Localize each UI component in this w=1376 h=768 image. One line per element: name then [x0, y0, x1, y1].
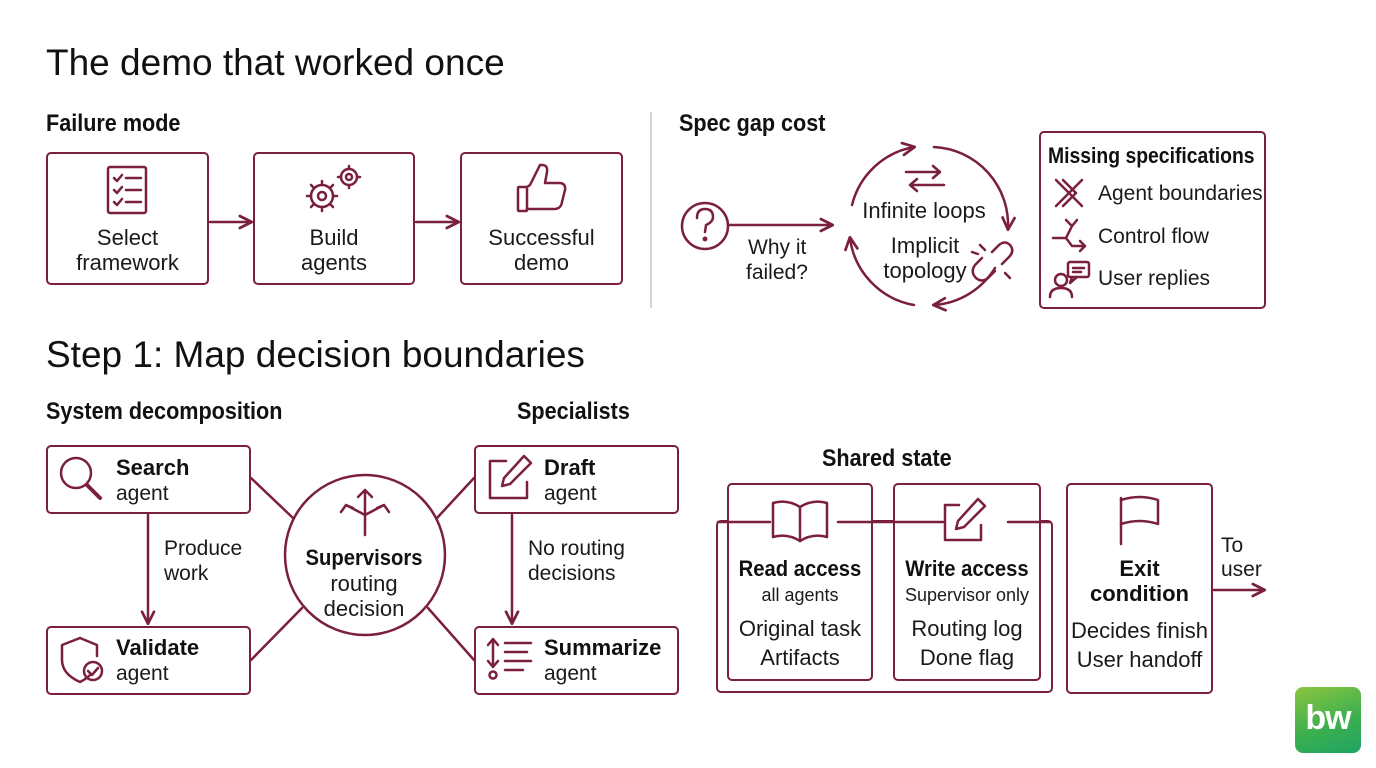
- produce-work-line2: work: [164, 562, 209, 585]
- book-icon: [771, 500, 829, 543]
- broken-link-icon: [970, 241, 1014, 282]
- search-agent-name: Search: [116, 455, 190, 480]
- shield-check-icon: [60, 636, 104, 684]
- why-failed-line1: Why it: [748, 236, 807, 259]
- bw-logo-text: bw: [1305, 699, 1351, 737]
- supervisor-node: [283, 473, 447, 637]
- write-access-box: [893, 483, 1041, 681]
- sort-list-icon: [486, 637, 533, 680]
- why-failed-line2: failed?: [746, 261, 808, 284]
- connector-draft-supervisor: [435, 476, 476, 520]
- exit-condition-title2: condition: [1090, 581, 1189, 606]
- failure-mode-heading: Failure mode: [46, 110, 181, 137]
- summarize-agent-sub: agent: [544, 662, 597, 685]
- validate-agent-sub: agent: [116, 662, 169, 685]
- cycle-arrows: [844, 141, 1016, 312]
- supervisor-line3: decision: [323, 596, 405, 621]
- missing-item-agent-boundaries: Agent boundaries: [1098, 182, 1263, 205]
- write-access-title: Write access: [905, 556, 1029, 581]
- exit-condition-line1: Decides finish: [1071, 618, 1208, 643]
- write-access-sub: Supervisor only: [904, 585, 1030, 605]
- read-access-line2: Artifacts: [760, 645, 840, 670]
- step-label-line2: demo: [513, 250, 570, 275]
- step-successful-demo: [460, 152, 623, 285]
- step-select-framework: [46, 152, 209, 285]
- missing-item-user-replies: User replies: [1098, 267, 1211, 290]
- cross-arrows-icon: [1054, 178, 1084, 208]
- exit-condition-title1: Exit: [1119, 556, 1160, 581]
- to-user-line2: user: [1221, 558, 1262, 581]
- user-chat-icon: [1048, 260, 1091, 299]
- exit-condition-box: [1066, 483, 1213, 694]
- step1-title: Step 1: Map decision boundaries: [46, 334, 585, 375]
- connector-search-supervisor: [249, 476, 295, 520]
- step-label-line1: Build: [309, 225, 359, 250]
- no-routing-line2: decisions: [528, 562, 616, 585]
- fork-arrows-icon: [1051, 218, 1087, 253]
- edit-icon: [488, 454, 533, 500]
- connector-validate-supervisor: [249, 606, 304, 662]
- read-access-title: Read access: [738, 556, 862, 581]
- swap-arrows-icon: [904, 164, 946, 193]
- connector-summarize-supervisor: [426, 606, 476, 662]
- search-agent-box: [46, 445, 251, 514]
- cycle-topology: topology: [883, 258, 967, 283]
- read-access-line1: Original task: [738, 616, 862, 641]
- write-access-line2: Done flag: [919, 645, 1015, 670]
- missing-item-control-flow: Control flow: [1098, 225, 1209, 248]
- draft-agent-name: Draft: [544, 455, 596, 480]
- search-icon: [59, 456, 102, 500]
- flag-icon: [1119, 495, 1160, 546]
- step-label-line1: Select: [96, 225, 159, 250]
- validate-agent-name: Validate: [116, 635, 200, 660]
- write-icon: [943, 497, 987, 542]
- draft-agent-sub: agent: [544, 482, 597, 505]
- summarize-agent-name: Summarize: [544, 635, 662, 660]
- no-routing-line1: No routing: [528, 537, 625, 560]
- checklist-icon: [106, 165, 148, 215]
- missing-specifications-title: Missing specifications: [1048, 143, 1255, 168]
- write-access-line1: Routing log: [911, 616, 1023, 641]
- cycle-infinite-loops: Infinite loops: [862, 198, 986, 223]
- supervisor-title: Supervisors: [305, 545, 423, 570]
- step-label-line2: agents: [300, 250, 368, 275]
- gears-icon: [305, 164, 362, 213]
- produce-work-line1: Produce: [164, 537, 243, 560]
- thumbs-up-icon: [516, 163, 567, 213]
- step-label-line1: Successful: [488, 225, 595, 250]
- search-agent-sub: agent: [116, 482, 169, 505]
- cycle-implicit: Implicit: [890, 233, 960, 258]
- page-title: The demo that worked once: [46, 42, 505, 83]
- read-access-sub: all agents: [761, 585, 839, 605]
- specialists-heading: Specialists: [517, 398, 630, 425]
- to-user-line1: To: [1221, 534, 1244, 557]
- step-label-line2: framework: [76, 250, 179, 275]
- question-icon: [680, 201, 730, 251]
- bw-logo: bw: [1295, 687, 1361, 753]
- exit-condition-line2: User handoff: [1076, 647, 1203, 672]
- draft-agent-box: [474, 445, 679, 514]
- supervisor-line2: routing: [330, 571, 398, 596]
- missing-specifications-box: [1039, 131, 1266, 309]
- decomposition-heading: System decomposition: [46, 398, 283, 425]
- spec-gap-heading: Spec gap cost: [679, 110, 826, 137]
- shared-state-heading: Shared state: [822, 445, 952, 472]
- branch-arrows-icon: [339, 488, 391, 537]
- step-build-agents: [253, 152, 415, 285]
